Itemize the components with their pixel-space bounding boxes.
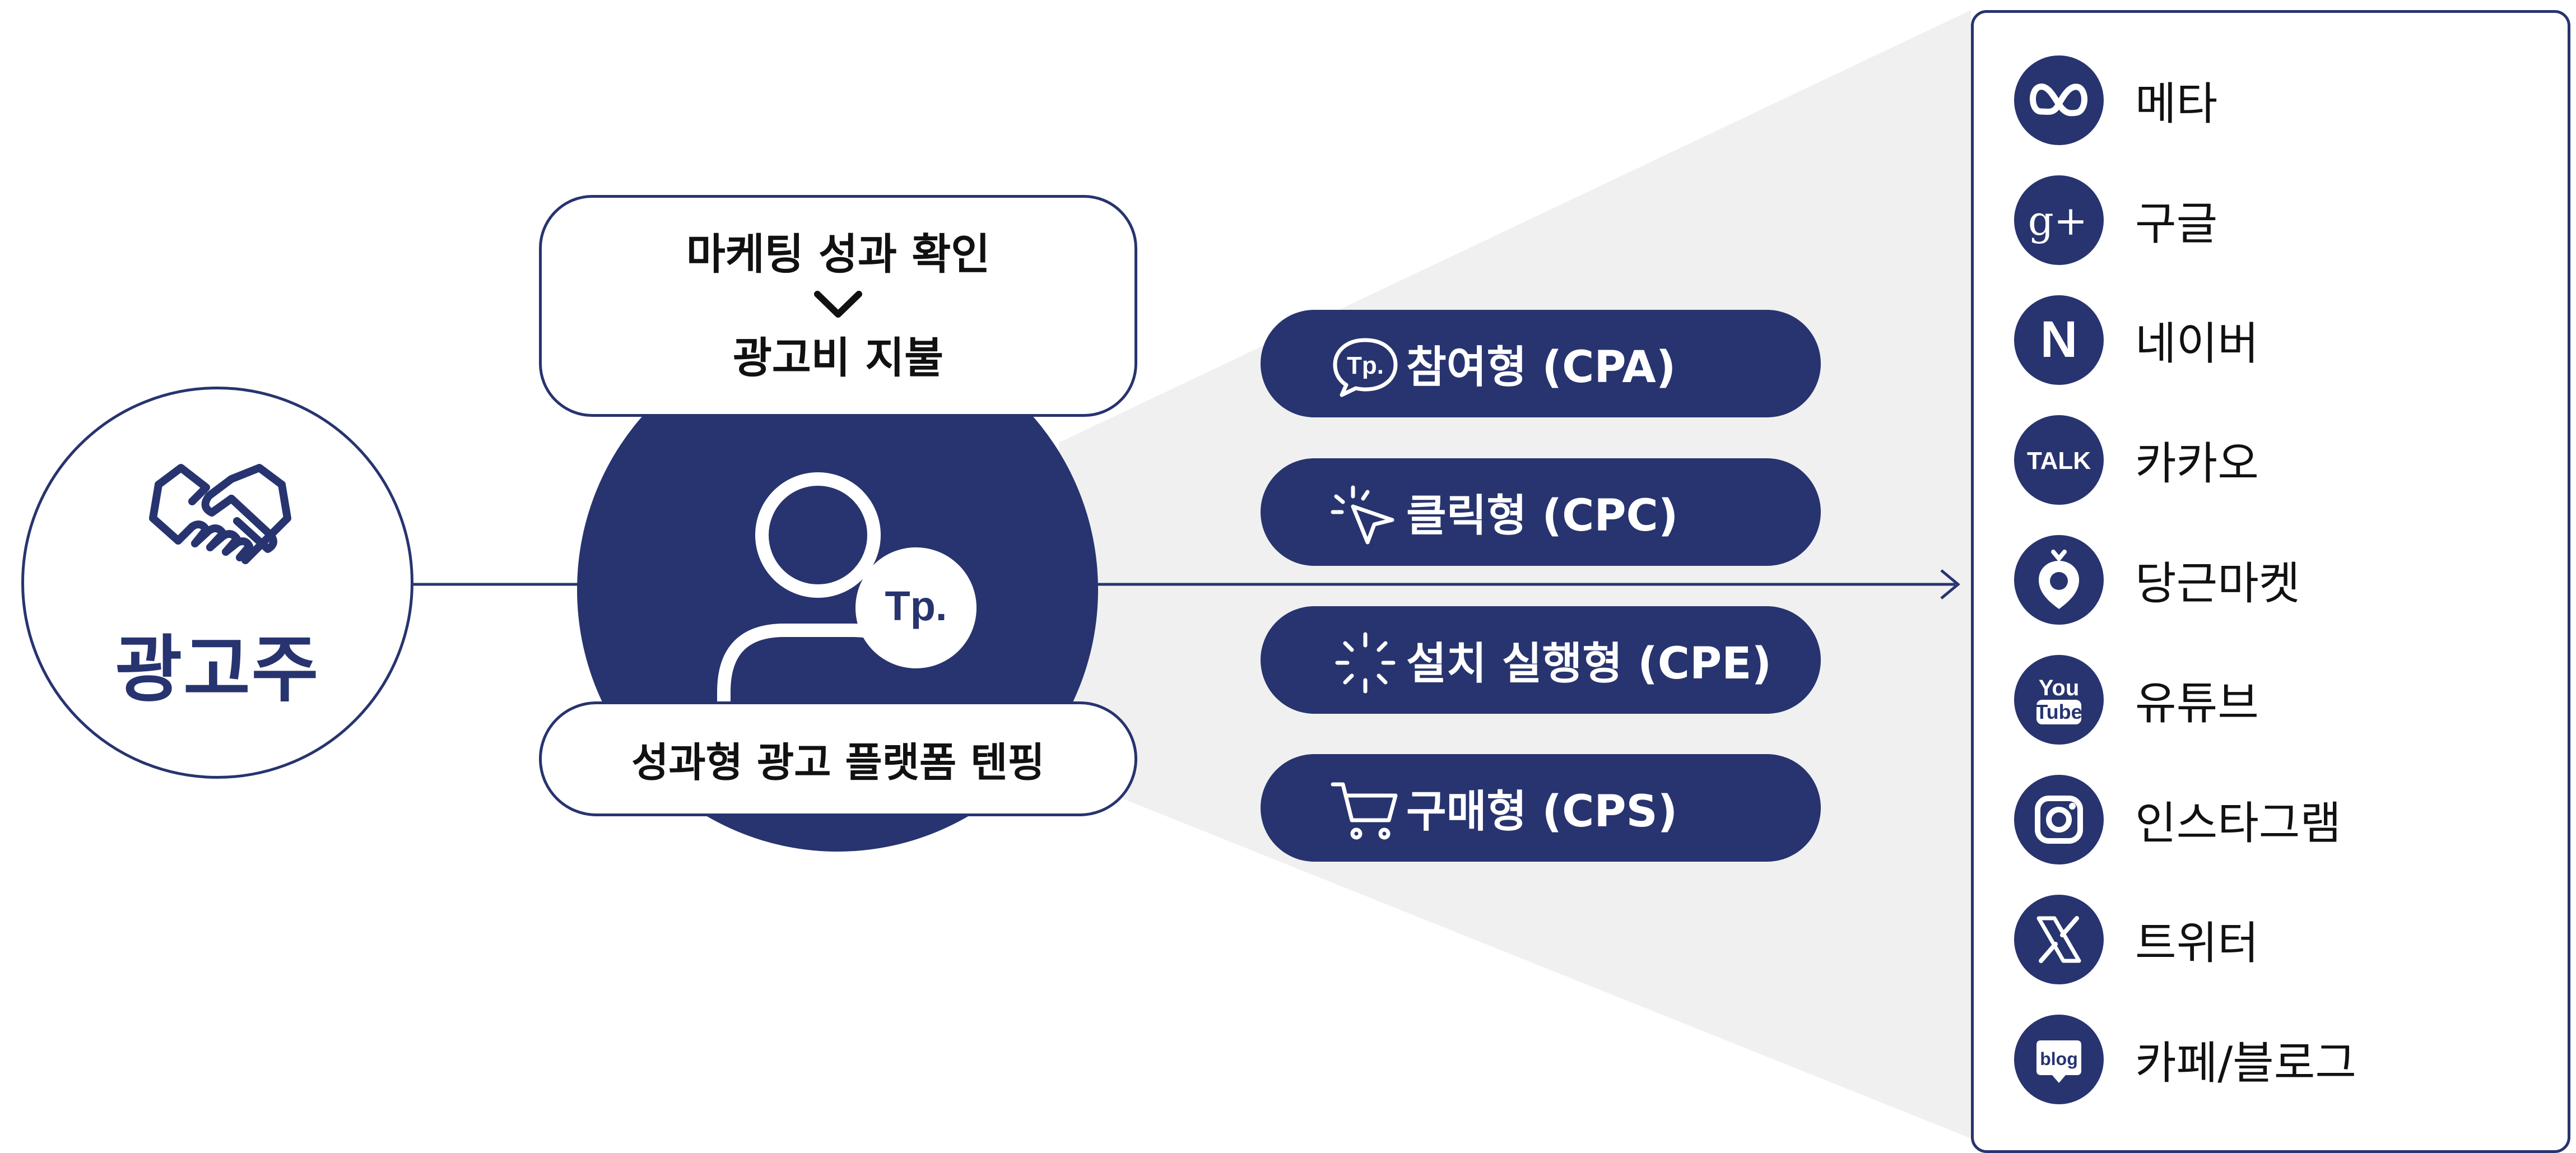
channel-panel: 메타 g+ 구글 N 네이버 TALK 카카오 당근마켓 Y (1971, 10, 2570, 1153)
channel-daangn: 당근마켓 (2014, 535, 2300, 625)
funnel-shape (1059, 10, 1971, 1138)
platform-name-box: 성과형 광고 플랫폼 텐핑 (539, 701, 1137, 816)
channel-label: 카페/블로그 (2135, 1037, 2356, 1089)
channel-kakao: TALK 카카오 (2014, 415, 2259, 505)
channel-naver: N 네이버 (2014, 295, 2259, 385)
channel-label: 인스타그램 (2135, 797, 2341, 849)
payment-condition-box: 마케팅 성과 확인 광고비 지불 (539, 195, 1137, 417)
handshake-icon (149, 464, 291, 564)
ad-type-cpa: Tp. 참여형 (CPA) (1261, 310, 1821, 417)
ad-type-label: 클릭형 (CPC) (1406, 491, 1678, 541)
x-twitter-icon (2014, 895, 2104, 984)
ad-type-label: 설치 실행형 (CPE) (1406, 639, 1772, 689)
ad-type-label: 참여형 (CPA) (1406, 342, 1676, 393)
naver-icon: N (2014, 295, 2104, 385)
channel-label: 유튜브 (2135, 677, 2259, 729)
channel-label: 네이버 (2135, 318, 2259, 370)
ad-type-cpe: 설치 실행형 (CPE) (1261, 606, 1821, 714)
channel-label: 당근마켓 (2135, 557, 2300, 610)
channel-meta: 메타 (2014, 55, 2217, 145)
google-plus-icon: g+ (2014, 175, 2104, 265)
chevron-down-icon (814, 291, 862, 318)
ad-type-label: 구매형 (CPS) (1406, 787, 1678, 837)
advertiser-node: 광고주 (21, 387, 413, 779)
platform-badge-text: Tp. (885, 583, 947, 629)
channel-instagram: 인스타그램 (2014, 775, 2341, 864)
channel-google: g+ 구글 (2014, 175, 2217, 265)
ad-payment-text: 광고비 지불 (732, 333, 944, 383)
naver-text: N (2040, 311, 2077, 368)
advertiser-label: 광고주 (115, 627, 320, 712)
youtube-text-top: You (2039, 676, 2080, 700)
cursor-click-icon (1331, 485, 1394, 545)
channel-blog: blog 카페/블로그 (2014, 1015, 2356, 1104)
loading-spinner-icon (1335, 632, 1396, 694)
speech-bubble-text: Tp. (1347, 352, 1384, 379)
meta-icon (2014, 55, 2104, 145)
ad-type-cps: 구매형 (CPS) (1261, 754, 1821, 862)
channel-label: 메타 (2135, 78, 2218, 130)
channel-twitter: 트위터 (2014, 895, 2259, 984)
channel-label: 카카오 (2135, 438, 2259, 490)
blog-icon: blog (2014, 1015, 2104, 1104)
connector-arrowhead (1940, 569, 1960, 599)
youtube-text-bottom: Tube (2035, 700, 2082, 723)
instagram-icon (2014, 775, 2104, 864)
platform-name: 성과형 광고 플랫폼 텐핑 (631, 739, 1045, 786)
ad-type-cpc: 클릭형 (CPC) (1261, 458, 1821, 566)
channel-youtube: You Tube 유튜브 (2014, 655, 2259, 745)
google-plus-text: g+ (2028, 197, 2087, 244)
kakao-talk-text: TALK (2027, 447, 2091, 475)
channel-label: 구글 (2135, 198, 2218, 250)
shopping-cart-icon (1331, 782, 1398, 840)
channel-label: 트위터 (2135, 917, 2259, 969)
daangn-icon (2014, 535, 2104, 625)
kakao-talk-icon: TALK (2014, 415, 2104, 505)
person-icon: Tp. (717, 472, 977, 731)
performance-check-text: 마케팅 성과 확인 (686, 229, 991, 279)
youtube-icon: You Tube (2014, 655, 2104, 745)
speech-bubble-icon: Tp. (1333, 338, 1398, 397)
blog-text: blog (2040, 1049, 2078, 1069)
